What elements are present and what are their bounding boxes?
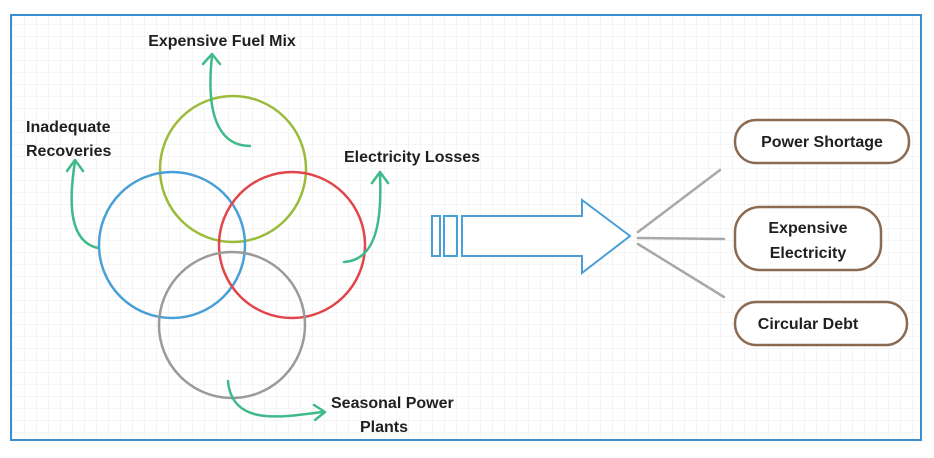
fuel-mix-arrowhead	[201, 52, 222, 66]
circular-debt-box	[733, 300, 909, 347]
power-shortage-label: Power Shortage	[761, 134, 883, 151]
losses-arrow	[342, 173, 382, 264]
losses-arrowhead	[370, 170, 390, 185]
recoveries-label-line1: Inadequate	[26, 119, 111, 136]
fuel-mix-arrow	[209, 54, 252, 148]
seasonal-label-line2: Plants	[360, 419, 408, 436]
recoveries-label-line2: Recoveries	[26, 143, 111, 160]
fuel-mix-circle	[158, 94, 308, 244]
power-shortage-box	[733, 118, 911, 165]
seasonal-label-line1: Seasonal Power	[331, 395, 454, 412]
connector-middle	[636, 236, 726, 241]
arrow-tail-stripe-1	[431, 215, 441, 257]
seasonal-arrowhead	[312, 403, 327, 422]
recoveries-arrow	[70, 160, 100, 250]
arrow-tail-stripe-2	[443, 215, 458, 257]
losses-label: Electricity Losses	[344, 149, 480, 166]
connector-bottom	[636, 242, 726, 299]
recoveries-circle	[97, 170, 247, 320]
expensive-electricity-box	[733, 205, 883, 272]
expensive-electricity-label-line2: Electricity	[770, 245, 847, 262]
expensive-electricity-label-line1: Expensive	[768, 220, 847, 237]
circular-debt-label: Circular Debt	[758, 316, 859, 333]
losses-circle	[217, 170, 367, 320]
connector-top	[636, 168, 722, 234]
recoveries-arrowhead	[65, 158, 85, 173]
big-right-arrow	[461, 198, 632, 276]
fuel-mix-label: Expensive Fuel Mix	[148, 33, 296, 50]
seasonal-arrow	[226, 379, 324, 418]
